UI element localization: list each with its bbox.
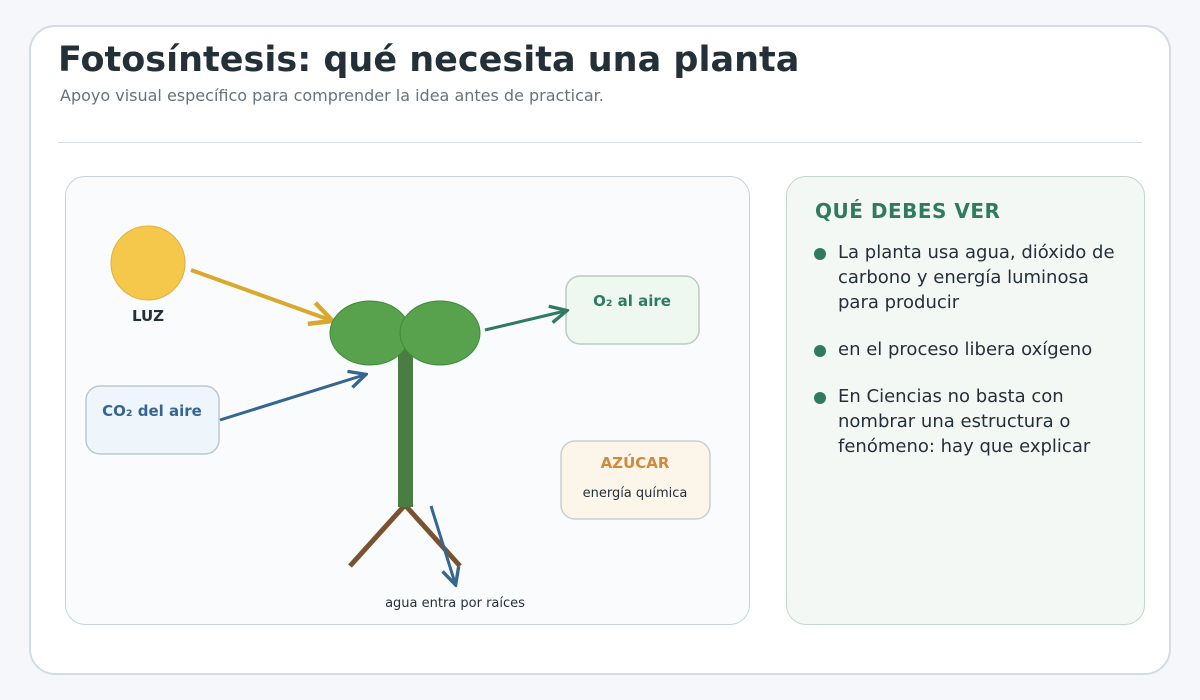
bullet-dot-icon xyxy=(814,392,826,404)
co2-label: CO₂ del aire xyxy=(102,402,202,420)
plant-stem xyxy=(398,335,413,507)
page-subtitle: Apoyo visual específico para comprender … xyxy=(60,86,604,105)
co2-arrow xyxy=(219,375,364,422)
info-list: La planta usa agua, dióxido de carbono y… xyxy=(812,240,1132,481)
water-arrow xyxy=(429,505,455,583)
list-item-text: En Ciencias no basta con nombrar una est… xyxy=(838,386,1091,457)
water-label: agua entra por raíces xyxy=(385,596,525,611)
list-item-text: en el proceso libera oxígeno xyxy=(838,339,1093,360)
sugar-title: AZÚCAR xyxy=(601,453,670,472)
list-item: En Ciencias no basta con nombrar una est… xyxy=(812,384,1132,459)
root-left xyxy=(348,503,407,568)
co2-box xyxy=(85,385,220,455)
sugar-subtitle: energía química xyxy=(583,486,688,501)
root-right xyxy=(403,503,462,568)
bullet-dot-icon xyxy=(814,345,826,357)
light-arrow xyxy=(190,268,330,320)
o2-arrow xyxy=(484,311,565,332)
leaf-right xyxy=(399,300,481,366)
sun-label: LUZ xyxy=(132,307,164,325)
sugar-box xyxy=(560,440,711,520)
o2-box xyxy=(565,275,700,345)
bullet-dot-icon xyxy=(814,248,826,260)
info-title: QUÉ DEBES VER xyxy=(815,199,1001,223)
page-title: Fotosíntesis: qué necesita una planta xyxy=(58,40,800,80)
list-item: La planta usa agua, dióxido de carbono y… xyxy=(812,240,1132,315)
list-item-text: La planta usa agua, dióxido de carbono y… xyxy=(838,242,1115,313)
leaf-left xyxy=(329,300,411,366)
o2-label: O₂ al aire xyxy=(593,292,671,310)
header-divider xyxy=(58,142,1142,143)
info-panel xyxy=(786,176,1145,625)
sun-icon xyxy=(110,225,186,301)
list-item: en el proceso libera oxígeno xyxy=(812,337,1132,362)
